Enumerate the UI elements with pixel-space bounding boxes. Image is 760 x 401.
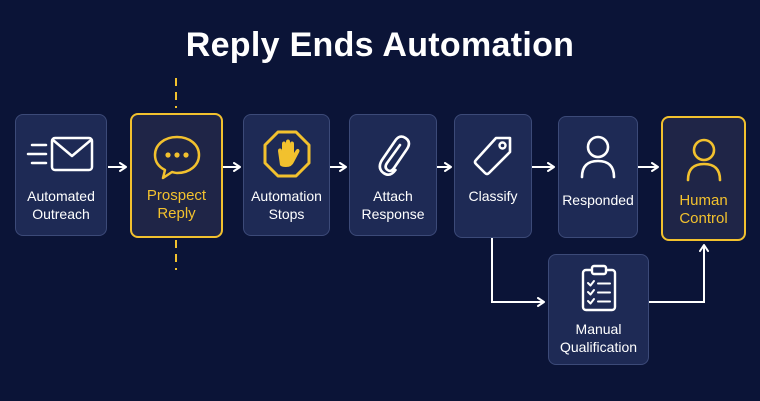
chat-bubble-icon <box>153 135 200 180</box>
user-icon <box>686 138 721 182</box>
node-manual-qualification: Manual Qualification <box>548 254 649 365</box>
node-label: Automated Outreach <box>27 188 95 222</box>
node-human-control: Human Control <box>661 116 746 241</box>
arrow-manual-to-human <box>649 244 709 303</box>
clipboard-checklist-icon <box>581 264 616 312</box>
node-automated-outreach: Automated Outreach <box>15 114 107 236</box>
stop-hand-icon <box>263 130 310 178</box>
paperclip-icon <box>378 135 411 176</box>
node-attach-response: Attach Response <box>349 114 437 236</box>
node-label: Human Control <box>679 192 728 227</box>
node-label: Manual Qualification <box>559 321 638 355</box>
node-responded: Responded <box>558 116 638 238</box>
node-label: Responded <box>562 192 634 208</box>
node-prospect-reply: Prospect Reply <box>130 113 223 238</box>
arrow-classify-to-manual <box>491 238 545 307</box>
user-icon <box>580 135 616 179</box>
diagram-title: Reply Ends Automation <box>185 26 575 64</box>
node-label: Classify <box>468 188 518 204</box>
node-automation-stops: Automation Stops <box>243 114 330 236</box>
node-classify: Classify <box>454 114 532 238</box>
node-label: Prospect Reply <box>146 187 207 222</box>
envelope-icon <box>26 136 94 172</box>
tag-icon <box>473 136 512 176</box>
node-label: Attach Response <box>361 188 425 222</box>
node-label: Automation Stops <box>251 188 322 222</box>
